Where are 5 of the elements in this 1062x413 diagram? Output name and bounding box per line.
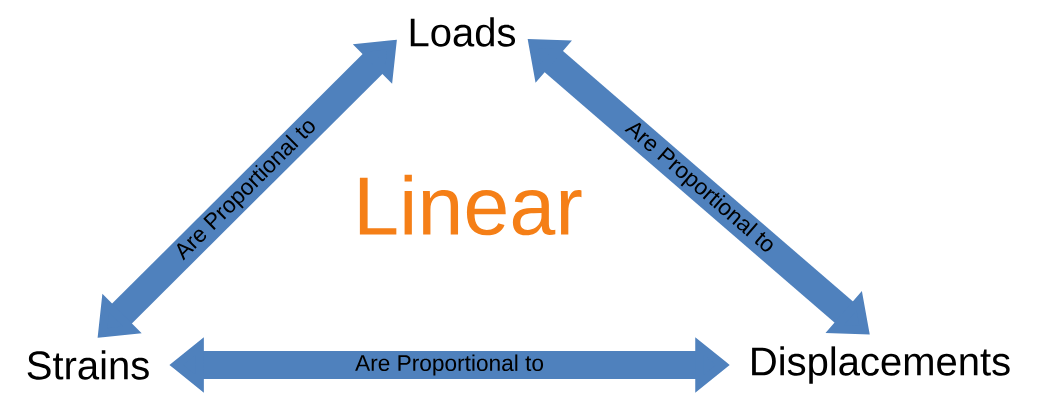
edge-label: Are Proportional to [355,354,544,376]
node-label: Strains [27,350,149,380]
node-label: Displacements [752,346,1010,384]
node-label: Loads [410,17,515,47]
title-label: Linear [359,174,582,236]
